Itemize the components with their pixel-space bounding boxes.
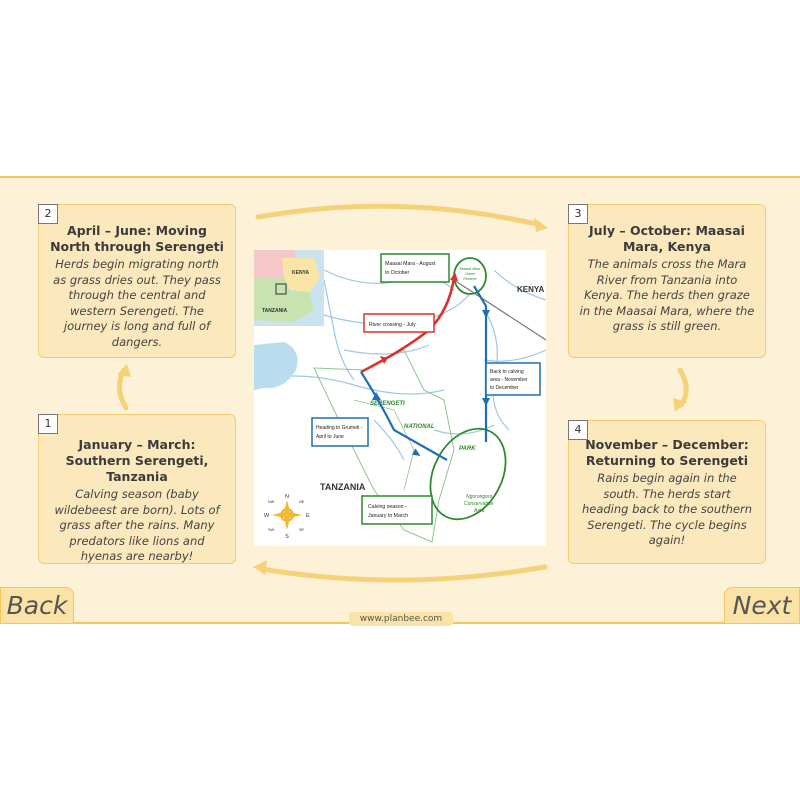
box-river-crossing: River crossing - July bbox=[363, 313, 435, 333]
inset-tanzania-label: TANZANIA bbox=[262, 308, 288, 314]
park-boundary bbox=[313, 349, 455, 543]
card-november-december: 4 November – December: Returning to Sere… bbox=[568, 420, 766, 564]
arrow-right bbox=[677, 367, 689, 408]
blue-arrow-1 bbox=[412, 448, 421, 456]
inset-kenya-label: KENYA bbox=[292, 270, 309, 276]
reserve-label-2: Game bbox=[465, 272, 475, 276]
card-title: January – March: Southern Serengeti, Tan… bbox=[65, 437, 209, 484]
compass-w: W bbox=[264, 513, 270, 519]
blue-arrow-4 bbox=[482, 398, 490, 406]
card-july-october: 3 July – October: Maasai Mara, Kenya The… bbox=[568, 204, 766, 358]
compass-s: S bbox=[285, 534, 289, 540]
kenya-label: KENYA bbox=[517, 285, 544, 294]
box-maasai-mara-line-2: to October bbox=[385, 270, 409, 276]
arrow-top bbox=[255, 203, 543, 228]
back-button[interactable]: Back bbox=[0, 587, 74, 624]
park-label: PARK bbox=[459, 446, 476, 452]
red-arrow-1 bbox=[380, 356, 388, 364]
blue-route-south bbox=[360, 371, 448, 461]
box-back-calving-line-1: Back to calving bbox=[490, 369, 524, 375]
next-button[interactable]: Next bbox=[724, 587, 800, 624]
card-body: Herds begin migrating north as grass dri… bbox=[53, 257, 221, 349]
arrow-bottom-head bbox=[253, 560, 267, 575]
maasai-mara-reserve bbox=[453, 257, 487, 295]
reserve-label-1: Maasai Mara bbox=[460, 267, 481, 271]
ngorongoro-label-2: Conservation bbox=[464, 501, 494, 507]
card-april-june: 2 April – June: Moving North through Ser… bbox=[38, 204, 236, 358]
card-body: Rains begin again in the south. The herd… bbox=[581, 471, 753, 547]
tanzania-label: TANZANIA bbox=[320, 482, 366, 492]
box-maasai-mara: Maasai Mara - August to October bbox=[380, 253, 450, 283]
box-calving-season: Calving season - January to March bbox=[361, 495, 433, 525]
box-back-calving-line-2: area - November bbox=[490, 377, 528, 383]
box-back-calving-line-3: to December bbox=[490, 385, 519, 391]
migration-map: KENYA TANZANIA KENYA TANZANIA SERENGETI … bbox=[254, 250, 546, 546]
blue-route-east bbox=[473, 285, 488, 442]
calving-area bbox=[429, 427, 507, 521]
inset-map: KENYA TANZANIA bbox=[254, 250, 324, 326]
box-maasai-mara-line-1: Maasai Mara - August bbox=[385, 261, 436, 267]
card-title: November – December: Returning to Sereng… bbox=[585, 437, 749, 468]
serengeti-label: SERENGETI bbox=[370, 401, 405, 407]
card-number: 4 bbox=[568, 420, 588, 440]
box-calving-line-1: Calving season - bbox=[368, 504, 407, 510]
card-title: July – October: Maasai Mara, Kenya bbox=[589, 223, 745, 254]
card-number: 2 bbox=[38, 204, 58, 224]
box-grumeti: Heading to Grumeti - April to June bbox=[311, 417, 369, 447]
card-number: 1 bbox=[38, 414, 58, 434]
box-grumeti-line-1: Heading to Grumeti - bbox=[316, 425, 363, 431]
compass-ne: NE bbox=[299, 500, 305, 504]
compass-n: N bbox=[285, 494, 289, 500]
compass-e: E bbox=[306, 513, 310, 519]
arrow-top-head bbox=[534, 218, 548, 232]
card-body: The animals cross the Mara River from Ta… bbox=[579, 257, 755, 333]
box-river-crossing-text: River crossing - July bbox=[369, 322, 416, 328]
card-january-march: 1 January – March: Southern Serengeti, T… bbox=[38, 414, 236, 564]
blue-arrow-3 bbox=[482, 310, 490, 318]
red-arrow-3 bbox=[450, 272, 458, 281]
box-calving-line-2: January to March bbox=[368, 513, 408, 519]
arrow-bottom bbox=[259, 564, 548, 583]
country-border bbox=[453, 279, 546, 341]
card-body: Calving season (baby wildebeest are born… bbox=[54, 487, 220, 563]
arrow-left-head bbox=[117, 364, 131, 377]
compass-se: SE bbox=[299, 528, 305, 532]
box-grumeti-line-2: April to June bbox=[316, 434, 344, 440]
card-title: April – June: Moving North through Seren… bbox=[50, 223, 224, 254]
compass-sw: SW bbox=[268, 528, 275, 532]
reserve-label-3: Reserve bbox=[463, 277, 476, 281]
arrow-right-head bbox=[673, 398, 687, 412]
compass-nw: NW bbox=[268, 500, 275, 504]
blue-arrow-2 bbox=[372, 392, 381, 400]
footer-website[interactable]: www.planbee.com bbox=[349, 612, 453, 626]
box-back-calving: Back to calving area - November to Decem… bbox=[485, 362, 541, 396]
card-number: 3 bbox=[568, 204, 588, 224]
lake-victoria bbox=[254, 342, 298, 390]
national-label: NATIONAL bbox=[404, 424, 435, 430]
ngorongoro-label-1: Ngorongoro bbox=[466, 494, 493, 500]
compass-rose-icon: N S E W NE NW SE SW bbox=[264, 494, 310, 540]
